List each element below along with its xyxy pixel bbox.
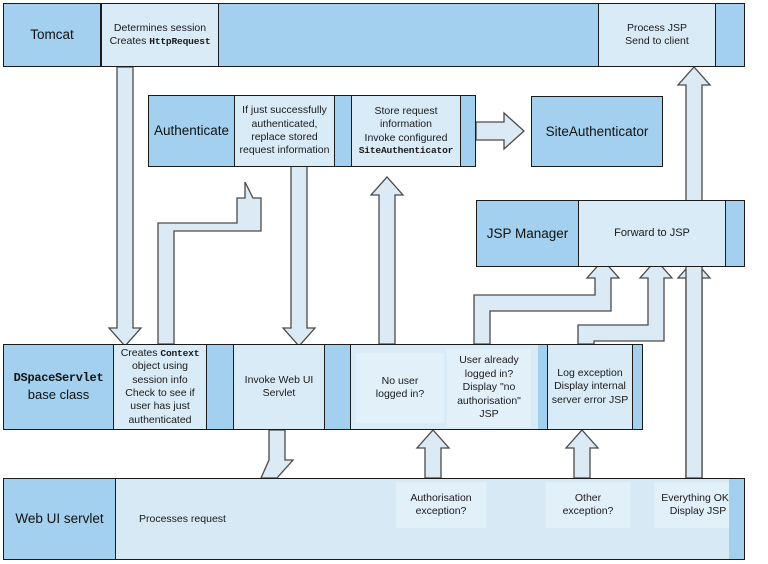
everything-ok-line1: Everything OK?	[661, 491, 735, 504]
dspace-tail-fill	[633, 345, 642, 429]
authorisation-exception-line1: Authorisation	[410, 491, 472, 504]
replace-stored-line4: request information	[239, 144, 330, 157]
dspace-gap-fill-1	[207, 345, 233, 429]
no-user-line1: No user	[381, 374, 419, 387]
creates-context-line5: user has just	[130, 400, 190, 413]
step-other-exception[interactable]: Other exception?	[546, 482, 630, 528]
dspace-servlet-code-label: DSpaceServlet	[13, 370, 104, 385]
arrow-store-to-siteauthenticator	[475, 111, 525, 151]
step-forward-to-jsp[interactable]: Forward to JSP	[579, 201, 726, 266]
dspace-gap-fill-2	[325, 345, 350, 429]
lane-web-ui-servlet-header: Web UI servlet	[4, 479, 116, 559]
arrow-logexception-to-jsp	[577, 259, 674, 345]
lane-web-ui-servlet-label: Web UI servlet	[15, 511, 104, 527]
already-logged-in-line2: logged in?	[464, 367, 514, 380]
step-authorisation-exception[interactable]: Authorisation exception?	[396, 482, 486, 528]
lane-dspace-servlet: DSpaceServlet base class Creates Context…	[3, 344, 643, 430]
arrow-context-to-authenticate	[157, 181, 262, 345]
process-jsp-line1: Process JSP	[626, 21, 688, 34]
site-authenticator-label: SiteAuthenticator	[545, 124, 649, 139]
step-process-jsp[interactable]: Process JSP Send to client	[598, 4, 716, 66]
arrow-authorisation-exception-up	[415, 429, 451, 479]
arrow-invoke-to-webui	[259, 429, 295, 479]
step-log-exception[interactable]: Log exception Display internal server er…	[547, 345, 633, 429]
step-everything-ok[interactable]: Everything OK? Display JSP	[654, 482, 742, 528]
replace-stored-line1: If just successfully	[242, 104, 327, 117]
lane-authenticate: Authenticate If just successfully authen…	[148, 95, 476, 167]
already-logged-in-line4: authorisation"	[457, 394, 521, 407]
step-no-user-logged-in[interactable]: No user logged in?	[356, 353, 444, 423]
arrow-everythingok-to-process-jsp	[676, 66, 712, 479]
lane-dspace-servlet-header: DSpaceServlet base class	[4, 345, 114, 429]
authenticate-tail-fill	[461, 96, 475, 166]
log-exception-line2: Display internal	[554, 380, 626, 393]
arrow-other-exception-up	[564, 429, 600, 479]
creates-context-prefix: Creates	[120, 346, 161, 359]
step-user-already-logged-in[interactable]: User already logged in? Display "no auth…	[447, 349, 531, 427]
lane-authenticate-header: Authenticate	[149, 96, 235, 166]
lane-jsp-manager-label: JSP Manager	[486, 225, 569, 241]
step-determines-session[interactable]: Determines session Creates HttpRequest	[101, 4, 219, 66]
http-request-code: HttpRequest	[149, 36, 211, 47]
step-invoke-web-ui-servlet[interactable]: Invoke Web UI Servlet	[233, 345, 325, 429]
lane-jsp-manager-header: JSP Manager	[477, 201, 579, 266]
context-code: Context	[160, 347, 200, 359]
already-logged-in-line3: Display "no	[462, 381, 516, 394]
box-site-authenticator[interactable]: SiteAuthenticator	[531, 96, 663, 167]
no-user-line2: logged in?	[375, 388, 425, 400]
creates-prefix: Creates	[109, 35, 150, 47]
arrow-everythingok-to-jsp	[676, 259, 712, 479]
step-creates-context[interactable]: Creates Context object using session inf…	[114, 345, 207, 429]
replace-stored-line2: authenticated,	[251, 117, 318, 130]
processes-request-label: Processes request	[139, 513, 226, 525]
dspace-servlet-baseclass-label: base class	[27, 386, 90, 402]
jsp-manager-tail-fill	[726, 201, 744, 266]
lane-web-ui-servlet: Web UI servlet Processes request Authori…	[3, 478, 745, 560]
lane-tomcat-label: Tomcat	[30, 27, 74, 43]
arrow-tomcat-to-dspace	[107, 66, 143, 347]
log-exception-line3: server error JSP	[551, 393, 629, 406]
already-logged-in-line5: JSP	[479, 408, 499, 421]
step-processes-request[interactable]: Processes request	[139, 513, 226, 525]
determines-session-line1: Determines session	[113, 21, 207, 34]
invoke-web-ui-line2: Servlet	[262, 387, 296, 399]
web-ui-tail-fill	[729, 479, 744, 559]
other-exception-line1: Other exception?	[562, 491, 614, 517]
site-authenticator-code: SiteAuthenticator	[358, 145, 454, 157]
step-replace-stored-request[interactable]: If just successfully authenticated, repl…	[235, 96, 335, 166]
lane-jsp-manager: JSP Manager Forward to JSP	[476, 200, 745, 267]
creates-context-line3: session info	[132, 373, 188, 386]
step-store-request-information[interactable]: Store request information Invoke configu…	[351, 96, 461, 166]
dspace-gap-fill-3	[538, 345, 547, 429]
arrow-alreadyloggedin-to-jsp	[473, 259, 621, 345]
creates-context-line4: Check to see if	[125, 387, 195, 399]
arrow-nouser-to-store-request	[369, 176, 405, 345]
creates-context-line2: object using	[131, 360, 189, 373]
lane-tomcat-header: Tomcat	[4, 4, 101, 66]
process-jsp-line2: Send to client	[625, 35, 689, 47]
log-exception-line1: Log exception	[557, 366, 623, 379]
already-logged-in-line1: User already	[459, 354, 519, 367]
arrow-authenticate-down-to-dspace	[281, 165, 317, 347]
store-request-line2: Invoke configured	[364, 131, 448, 144]
invoke-web-ui-line1: Invoke Web UI	[244, 373, 314, 386]
replace-stored-line3: replace stored	[251, 131, 318, 143]
authorisation-exception-line2: exception?	[415, 505, 467, 517]
lane-tomcat: Tomcat Determines session Creates HttpRe…	[3, 3, 745, 67]
store-request-line1: Store request information	[374, 104, 438, 131]
creates-context-line6: authenticated	[128, 413, 192, 426]
forward-to-jsp-label: Forward to JSP	[614, 227, 690, 240]
everything-ok-line2: Display JSP	[669, 505, 727, 517]
authenticate-gap-fill	[335, 96, 351, 166]
lane-authenticate-label: Authenticate	[153, 123, 230, 139]
